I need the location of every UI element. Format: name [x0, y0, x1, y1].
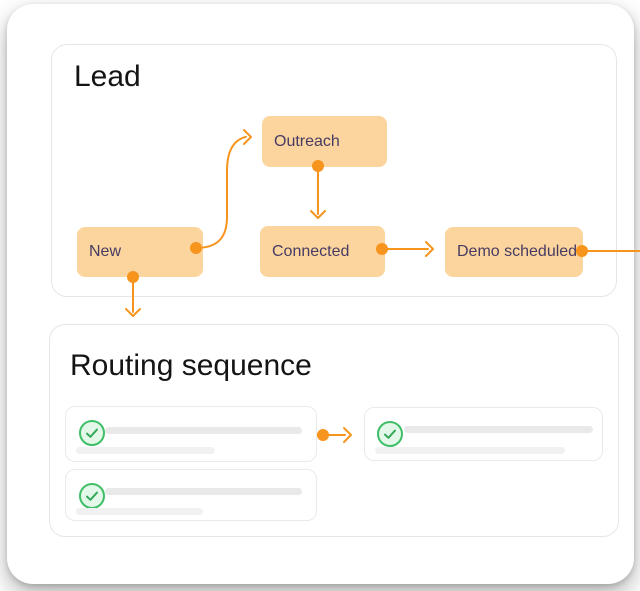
routing-card-3	[364, 407, 603, 461]
flow-node-demo-scheduled: Demo scheduled	[445, 227, 583, 277]
flow-node-connected: Connected	[260, 226, 385, 277]
placeholder-line	[375, 447, 565, 454]
flow-node-label: Outreach	[274, 132, 340, 150]
check-circle-icon	[377, 421, 403, 447]
routing-panel-title: Routing sequence	[70, 349, 312, 382]
placeholder-line	[76, 447, 215, 454]
check-circle-icon	[79, 420, 105, 446]
lead-panel-title: Lead	[74, 60, 141, 93]
check-circle-icon	[79, 483, 105, 509]
flow-node-label: New	[89, 243, 122, 260]
flow-node-new: New	[77, 227, 203, 277]
flow-node-label: Connected	[272, 242, 350, 260]
flow-node-label: Demo scheduled	[457, 243, 578, 260]
placeholder-line	[76, 508, 203, 515]
placeholder-line	[105, 427, 302, 434]
routing-card-1	[65, 406, 317, 462]
flow-node-outreach: Outreach	[262, 116, 387, 167]
placeholder-line	[105, 488, 302, 495]
main-card: Lead Routing sequence New Outreach Conne…	[7, 4, 634, 584]
placeholder-line	[404, 426, 593, 433]
routing-card-2	[65, 469, 317, 521]
